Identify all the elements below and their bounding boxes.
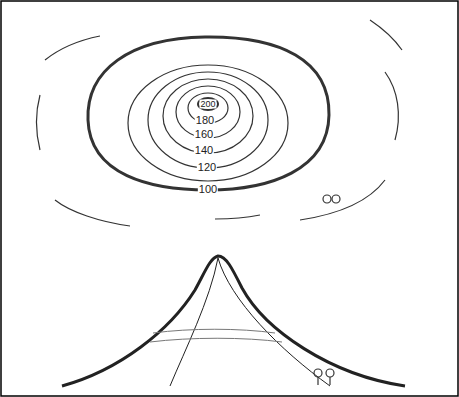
contour-elevation: 180 — [195, 115, 215, 126]
contour-elevation: 200 — [199, 100, 216, 109]
contour-elevation: 100 — [198, 184, 218, 195]
contour-elevation: 120 — [197, 162, 217, 173]
shrub-symbol — [323, 195, 340, 203]
contour-elevation: 160 — [194, 129, 214, 140]
contour-lines — [37, 20, 402, 226]
tree-symbol — [314, 369, 334, 385]
mountain-profile — [62, 256, 405, 386]
contour-elevation: 140 — [194, 145, 214, 156]
